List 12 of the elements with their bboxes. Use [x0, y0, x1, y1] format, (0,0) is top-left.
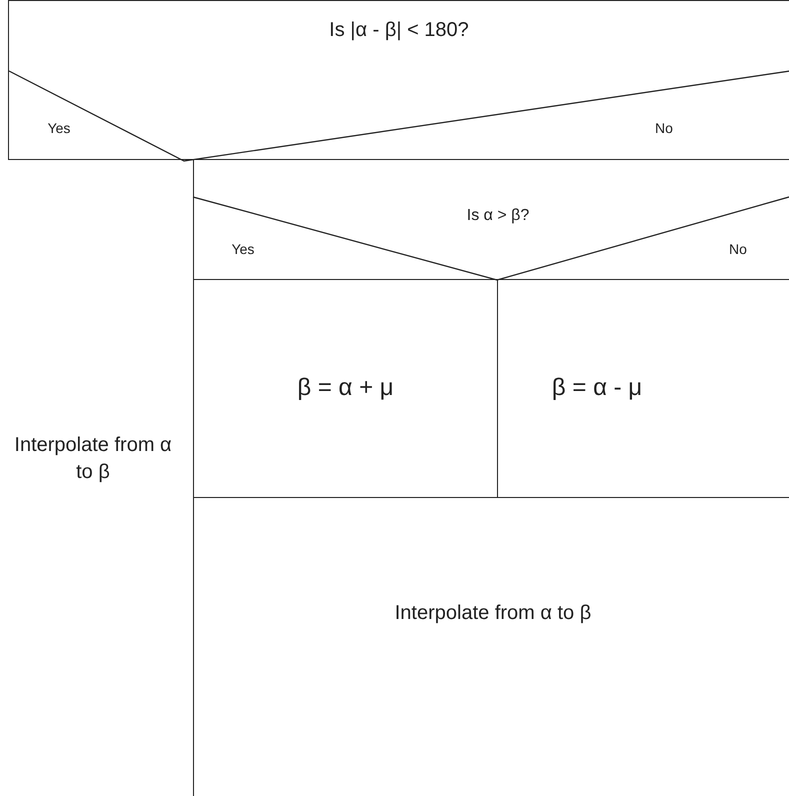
step-text: Interpolate from α to β [394, 601, 592, 626]
branch-label: Yes [46, 119, 72, 138]
step-text: β = α - μ [550, 373, 644, 403]
branch-label: No [654, 119, 674, 138]
condition-text: Is α > β? [466, 206, 530, 226]
step-text: β = α + μ [296, 373, 395, 403]
process-block [193, 280, 498, 498]
branch-label: No [728, 240, 748, 259]
branch-label: Yes [230, 240, 256, 259]
step-text: Interpolate from α to β [13, 433, 173, 485]
condition-text: Is |α - β| < 180? [328, 18, 470, 43]
decision-block [8, 0, 789, 160]
